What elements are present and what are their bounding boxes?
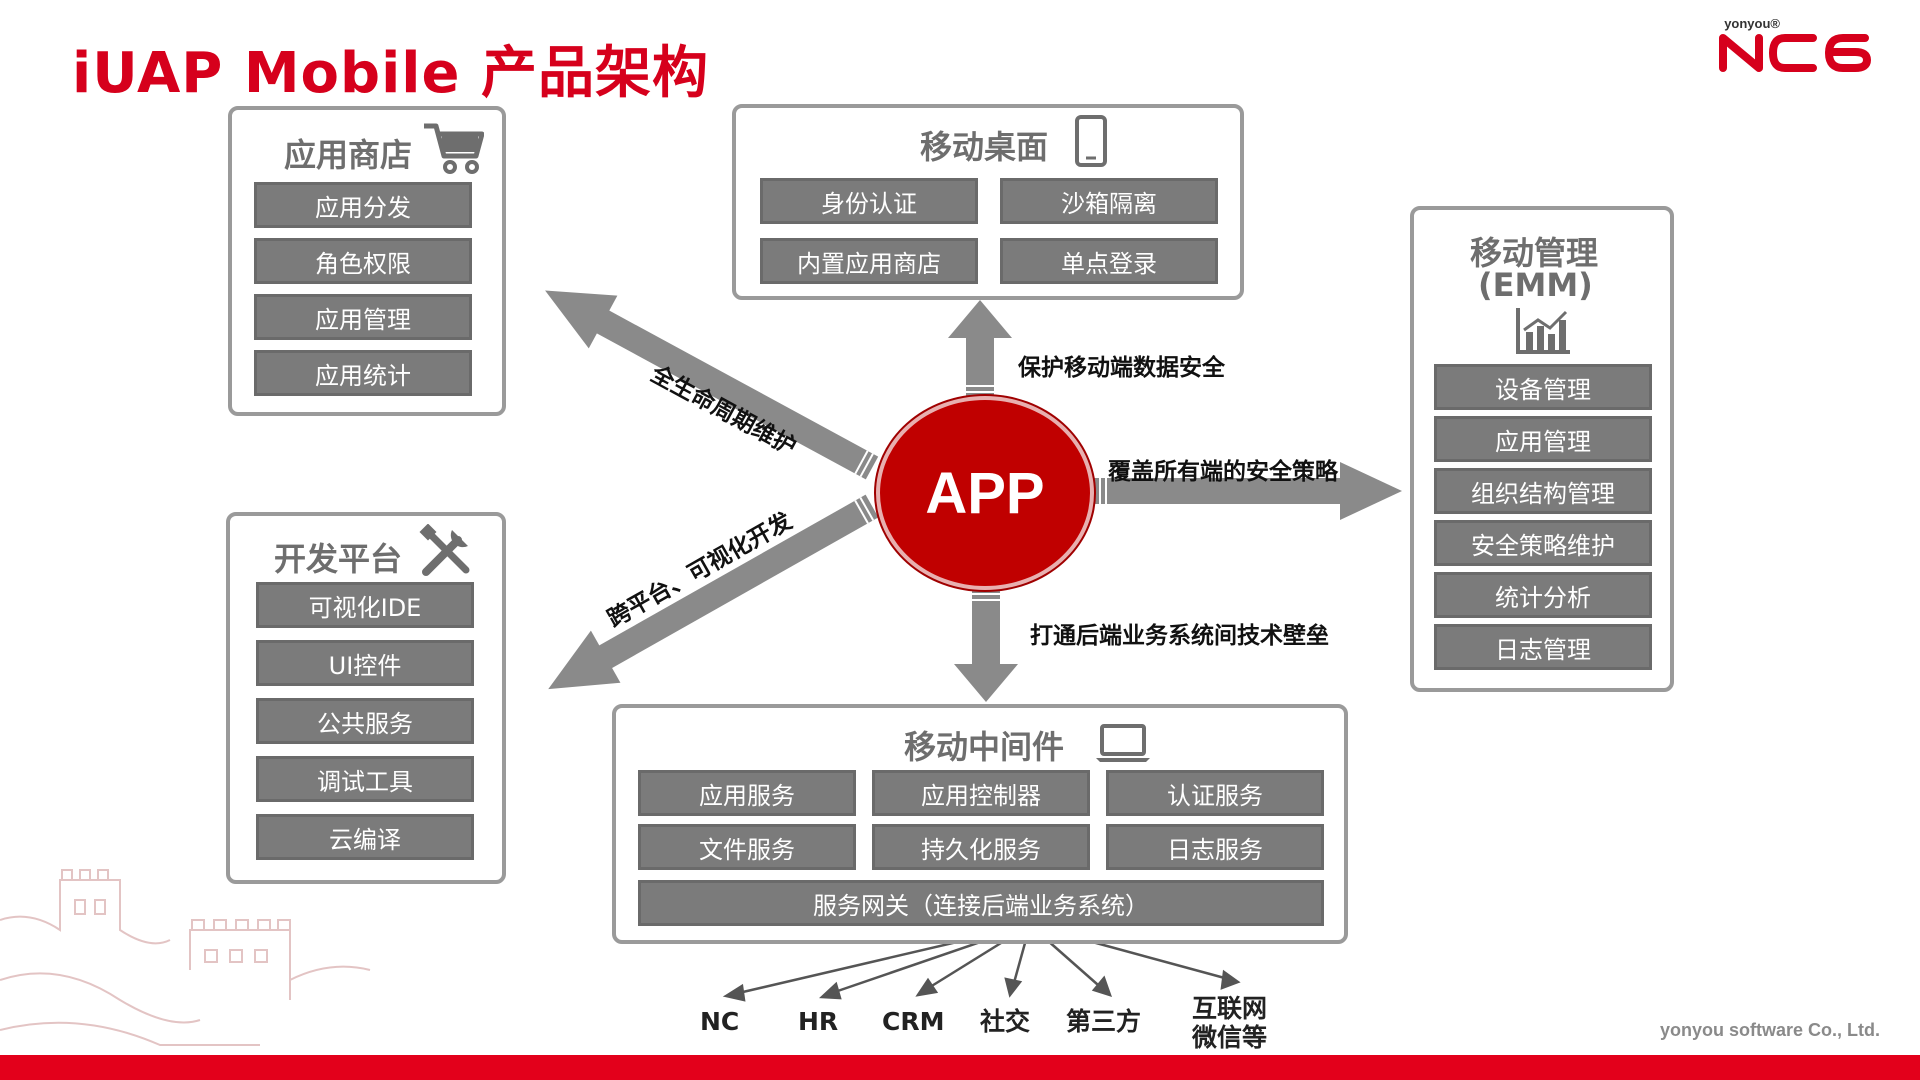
label-backend-integration: 打通后端业务系统间技术壁垒 [1030, 623, 1329, 649]
dev-platform-title: 开发平台 [274, 540, 403, 578]
page-title: iUAP Mobile 产品架构 [72, 41, 709, 106]
tools-icon [419, 524, 470, 576]
backend-target: 社交 [980, 1007, 1031, 1036]
backend-target: HR [798, 1007, 839, 1036]
logo-small-text: yonyou® [1724, 16, 1780, 31]
label-security-policy: 覆盖所有端的安全策略 [1108, 459, 1338, 485]
mobile-mgmt-item: 设备管理 [1434, 364, 1652, 410]
yonyou-nc6-logo: yonyou® [1715, 16, 1900, 76]
mobile-mgmt-item: 组织结构管理 [1434, 468, 1652, 514]
dev-platform-item: 调试工具 [256, 756, 474, 802]
middleware-item: 认证服务 [1106, 770, 1324, 816]
arrow-to-middleware [954, 588, 1018, 702]
backend-target: 第三方 [1066, 1007, 1142, 1036]
backend-target-line2: 微信等 [1192, 1023, 1268, 1052]
middleware-item: 持久化服务 [872, 824, 1090, 870]
backend-target-line1: 互联网 [1192, 994, 1268, 1023]
mobile-desktop-item: 内置应用商店 [760, 238, 978, 284]
laptop-icon [1096, 724, 1150, 762]
footer-bar [0, 1055, 1920, 1080]
backend-target: NC [700, 1007, 740, 1036]
bar-chart-icon [1516, 308, 1570, 354]
app-store-item: 角色权限 [254, 238, 472, 284]
app-label: APP [925, 460, 1045, 526]
mobile-desktop-title: 移动桌面 [920, 128, 1049, 166]
dev-platform-item: UI控件 [256, 640, 474, 686]
label-protect-data: 保护移动端数据安全 [1018, 355, 1225, 381]
app-store-title: 应用商店 [284, 136, 413, 174]
arrow-to-app-store [545, 290, 879, 480]
nc6-logo-mark [1719, 34, 1871, 72]
mobile-desktop-panel: 移动桌面 身份认证 沙箱隔离 内置应用商店 单点登录 [732, 104, 1244, 300]
dev-platform-item: 云编译 [256, 814, 474, 860]
mobile-desktop-item: 身份认证 [760, 178, 978, 224]
mobile-desktop-item: 单点登录 [1000, 238, 1218, 284]
mobile-mgmt-item: 应用管理 [1434, 416, 1652, 462]
app-store-item: 应用统计 [254, 350, 472, 396]
mobile-desktop-item: 沙箱隔离 [1000, 178, 1218, 224]
mobile-mgmt-title-line2: (EMM) [1478, 266, 1593, 304]
app-store-panel: 应用商店 应用分发 角色权限 应用管理 应用统计 [228, 106, 506, 416]
arrow-to-emm [1094, 462, 1402, 520]
backend-target: CRM [882, 1007, 945, 1036]
smartphone-icon [1075, 115, 1107, 167]
middleware-item: 日志服务 [1106, 824, 1324, 870]
mobile-mgmt-panel: 移动管理 (EMM) 设备管理 应用管理 组织结构管理 安全策略维护 统计分析 … [1410, 206, 1674, 692]
app-center-node: APP [876, 396, 1094, 590]
great-wall-illustration [0, 869, 371, 1046]
footer-company: yonyou software Co., Ltd. [1659, 1020, 1880, 1040]
mobile-mgmt-item: 统计分析 [1434, 572, 1652, 618]
dev-platform-panel: 开发平台 可视化IDE UI控件 公共服务 调试工具 云编译 [226, 512, 506, 884]
arrow-to-dev-platform [548, 494, 879, 690]
app-store-item: 应用管理 [254, 294, 472, 340]
mobile-mgmt-item: 安全策略维护 [1434, 520, 1652, 566]
dev-platform-item: 公共服务 [256, 698, 474, 744]
dev-platform-item: 可视化IDE [256, 582, 474, 628]
backend-target-internet: 互联网 微信等 [1192, 994, 1267, 1052]
mobile-mgmt-title-line1: 移动管理 [1470, 234, 1599, 272]
middleware-item: 应用控制器 [872, 770, 1090, 816]
mobile-mgmt-item: 日志管理 [1434, 624, 1652, 670]
middleware-title: 移动中间件 [904, 728, 1065, 766]
middleware-panel: 移动中间件 应用服务 应用控制器 认证服务 文件服务 持久化服务 日志服务 服务… [612, 704, 1348, 944]
middleware-item: 文件服务 [638, 824, 856, 870]
service-gateway: 服务网关（连接后端业务系统） [638, 880, 1324, 926]
middleware-item: 应用服务 [638, 770, 856, 816]
app-store-item: 应用分发 [254, 182, 472, 228]
arrow-to-desktop [948, 300, 1012, 398]
shopping-cart-icon [424, 123, 484, 174]
